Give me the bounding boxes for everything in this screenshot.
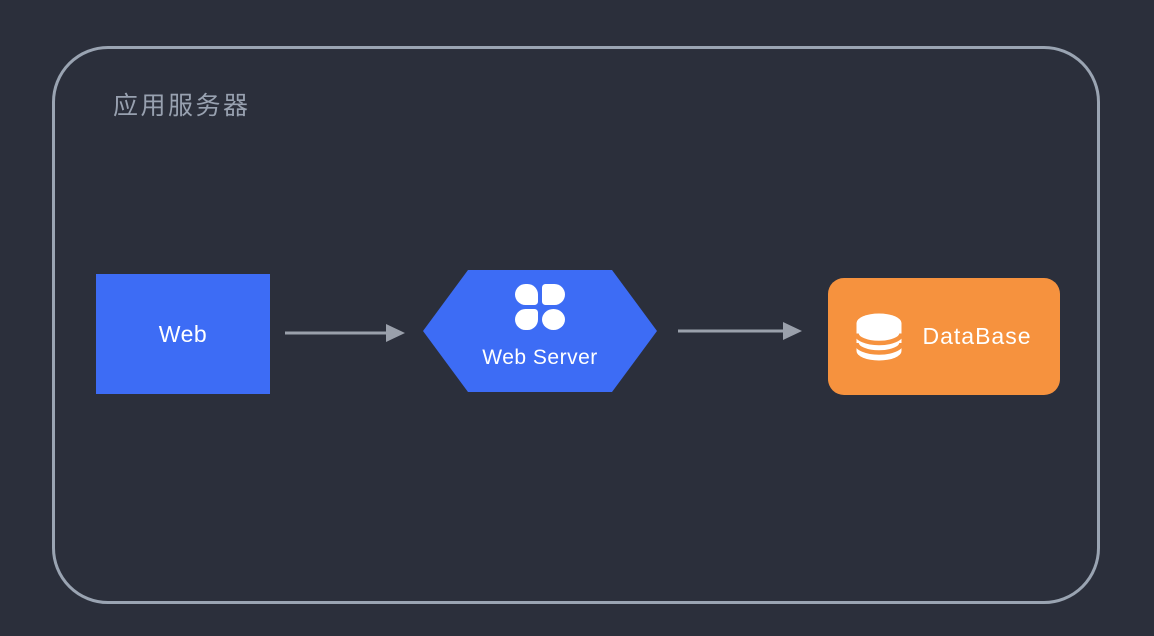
app-server-group-title: 应用服务器 bbox=[113, 92, 251, 120]
clover-petal bbox=[515, 284, 538, 305]
clover-icon bbox=[515, 284, 565, 330]
clover-petal bbox=[542, 309, 565, 330]
hexagon-shape bbox=[423, 270, 657, 392]
arrowhead-right-icon bbox=[386, 324, 405, 342]
connector-web-to-webserver[interactable] bbox=[282, 320, 408, 346]
node-web[interactable]: Web bbox=[96, 274, 270, 394]
node-web-label: Web bbox=[158, 320, 208, 347]
node-database[interactable]: DataBase bbox=[828, 278, 1060, 395]
node-web-server-label: Web Server bbox=[482, 346, 598, 369]
clover-petal bbox=[542, 284, 565, 305]
node-web-server[interactable]: Web Server bbox=[423, 270, 657, 392]
arrowhead-right-icon bbox=[783, 322, 802, 340]
connector-webserver-to-database[interactable] bbox=[675, 318, 805, 344]
node-database-label: DataBase bbox=[922, 323, 1032, 349]
app-server-group-shape[interactable] bbox=[52, 46, 1100, 604]
database-icon bbox=[856, 313, 903, 360]
clover-petal bbox=[515, 309, 538, 330]
